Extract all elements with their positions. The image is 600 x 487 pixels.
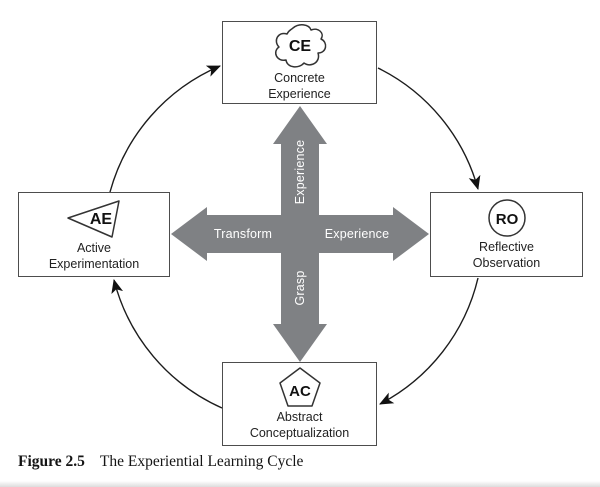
axis-label-experience-vertical: Experience [293,140,307,205]
node-abbr-ae: AE [90,211,113,228]
axis-label-experience-horizontal: Experience [325,227,390,241]
node-label-ac: Abstract Conceptualization [249,410,350,440]
arc-ce-to-ro [377,67,481,190]
page-edge-shadow [0,481,600,487]
circle-icon: RO [487,199,526,237]
node-abbr-ac: AC [289,383,311,400]
arc-ae-to-ce [109,65,221,193]
figure-caption: Figure 2.5 The Experiential Learning Cyc… [18,453,303,471]
cycle-arcs [109,65,481,409]
learning-axes-cross: Transform Experience Experience Grasp [171,106,429,362]
figure-number: Figure 2.5 [18,453,85,470]
node-abbr-ro: RO [495,211,518,228]
node-reflective-observation: RO Reflective Observation [430,192,583,277]
pentagon-icon: AC [278,367,321,408]
blob-icon: CE [274,23,326,68]
node-active-experimentation: AE Active Experimentation [18,192,170,277]
horizontal-double-arrow [171,207,429,261]
node-abstract-conceptualization: AC Abstract Conceptualization [222,362,377,446]
axis-label-grasp: Grasp [293,270,307,305]
figure-title: The Experiential Learning Cycle [99,453,304,470]
node-abbr-ce: CE [288,38,311,55]
axis-label-transform: Transform [214,227,272,241]
node-label-ro: Reflective Observation [472,239,541,270]
node-concrete-experience: CE Concrete Experience [222,21,377,104]
arc-ac-to-ae [111,279,223,409]
node-label-ce: Concrete Experience [268,70,331,101]
triangle-icon: AE [67,200,120,238]
arc-ro-to-ac [379,277,479,405]
node-label-ae: Active Experimentation [48,240,140,271]
